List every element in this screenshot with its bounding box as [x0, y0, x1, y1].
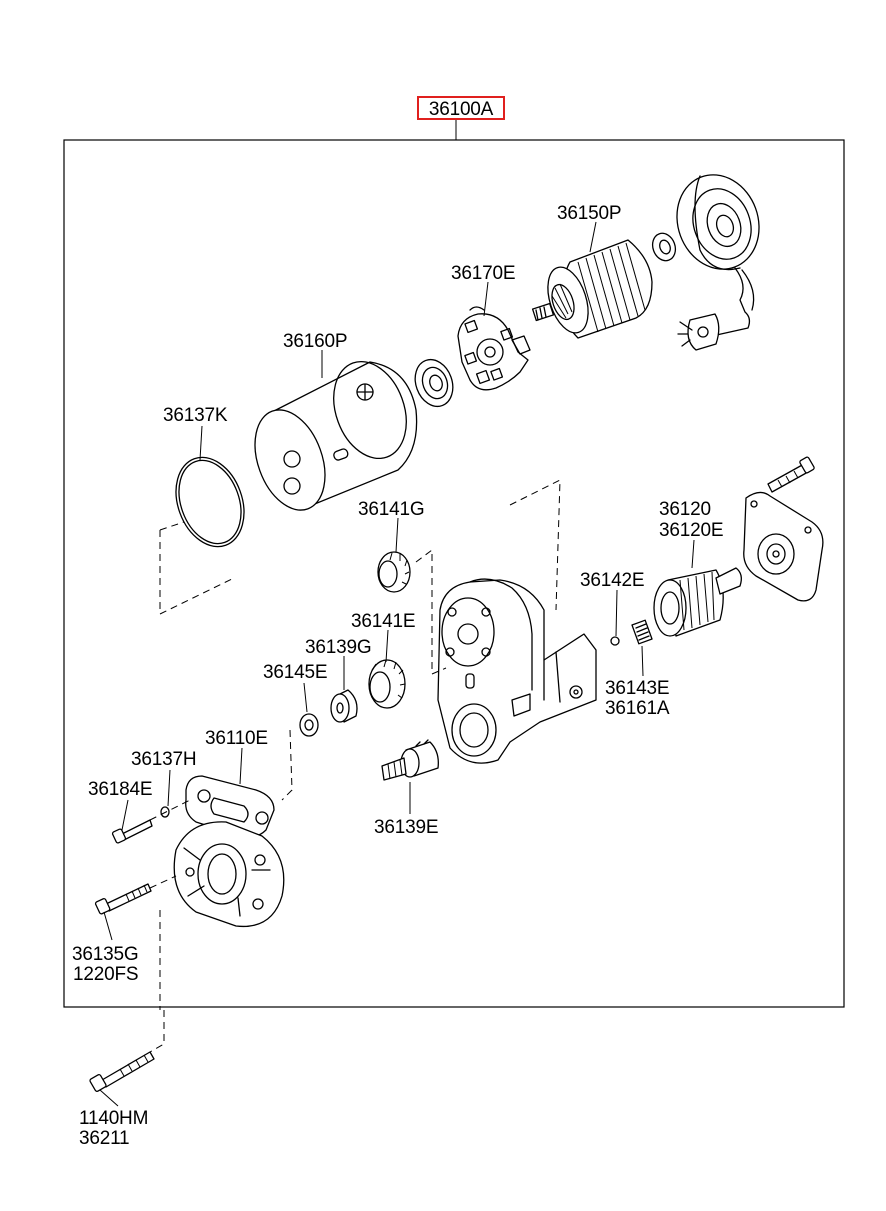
o-ring-part — [175, 456, 245, 548]
cover-screw-part — [767, 456, 815, 493]
callout-36120E[interactable]: 36120E — [659, 520, 724, 541]
callout-36143E[interactable]: 36143E — [605, 678, 670, 699]
callout-36137K[interactable]: 36137K — [163, 405, 228, 426]
callout-36120[interactable]: 36120 — [659, 499, 711, 520]
armature-part — [531, 239, 653, 339]
bracket-plate-part — [185, 775, 275, 838]
housing-part — [437, 578, 597, 764]
steel-ball-part — [610, 636, 620, 646]
pinion-clutch-part — [381, 739, 439, 781]
callout-leaders — [99, 221, 695, 1107]
callout-1220FS[interactable]: 1220FS — [73, 964, 139, 985]
callout-36161A[interactable]: 36161A — [605, 698, 670, 719]
assembly-part-number: 36100A — [428, 99, 494, 120]
callout-36141E[interactable]: 36141E — [351, 611, 416, 632]
callout-36160P[interactable]: 36160P — [283, 331, 348, 352]
assembly-guide-lines — [149, 479, 561, 1053]
callout-36150P[interactable]: 36150P — [557, 203, 622, 224]
callout-36110E[interactable]: 36110E — [205, 728, 268, 749]
solenoid-cover-part — [743, 491, 824, 602]
callout-36142E[interactable]: 36142E — [580, 570, 645, 591]
assembly-frame — [63, 139, 845, 1008]
mounting-bolt-part — [89, 1051, 155, 1092]
callout-36211[interactable]: 36211 — [79, 1128, 130, 1149]
callout-36135G[interactable]: 36135G — [72, 944, 139, 965]
callout-36141G[interactable]: 36141G — [358, 499, 425, 520]
solenoid-plunger-part — [653, 567, 742, 637]
callout-36184E[interactable]: 36184E — [88, 779, 153, 800]
drive-end-frame-part — [173, 821, 285, 928]
idle-gear-upper-part — [377, 551, 411, 593]
callout-36145E[interactable]: 36145E — [263, 662, 328, 683]
return-spring-part — [631, 619, 653, 645]
assembly-part-number-box[interactable]: 36100A — [417, 96, 505, 120]
yoke-part — [254, 360, 418, 511]
callout-1140HM[interactable]: 1140HM — [79, 1108, 149, 1129]
brush-holder-part — [457, 306, 531, 391]
callout-36139E[interactable]: 36139E — [374, 817, 439, 838]
short-bolt-part — [111, 819, 153, 844]
callout-36137H[interactable]: 36137H — [131, 749, 197, 770]
gear-bearing-part — [330, 689, 358, 723]
brush-holder-bearing-part — [414, 358, 454, 408]
rear-cover-part — [676, 174, 760, 351]
idle-gear-lower-part — [368, 659, 406, 709]
through-bolt-part — [94, 883, 152, 915]
washer-part — [299, 713, 319, 737]
armature-bearing-part — [651, 232, 677, 262]
callout-36170E[interactable]: 36170E — [451, 263, 516, 284]
callout-36139G[interactable]: 36139G — [305, 637, 372, 658]
